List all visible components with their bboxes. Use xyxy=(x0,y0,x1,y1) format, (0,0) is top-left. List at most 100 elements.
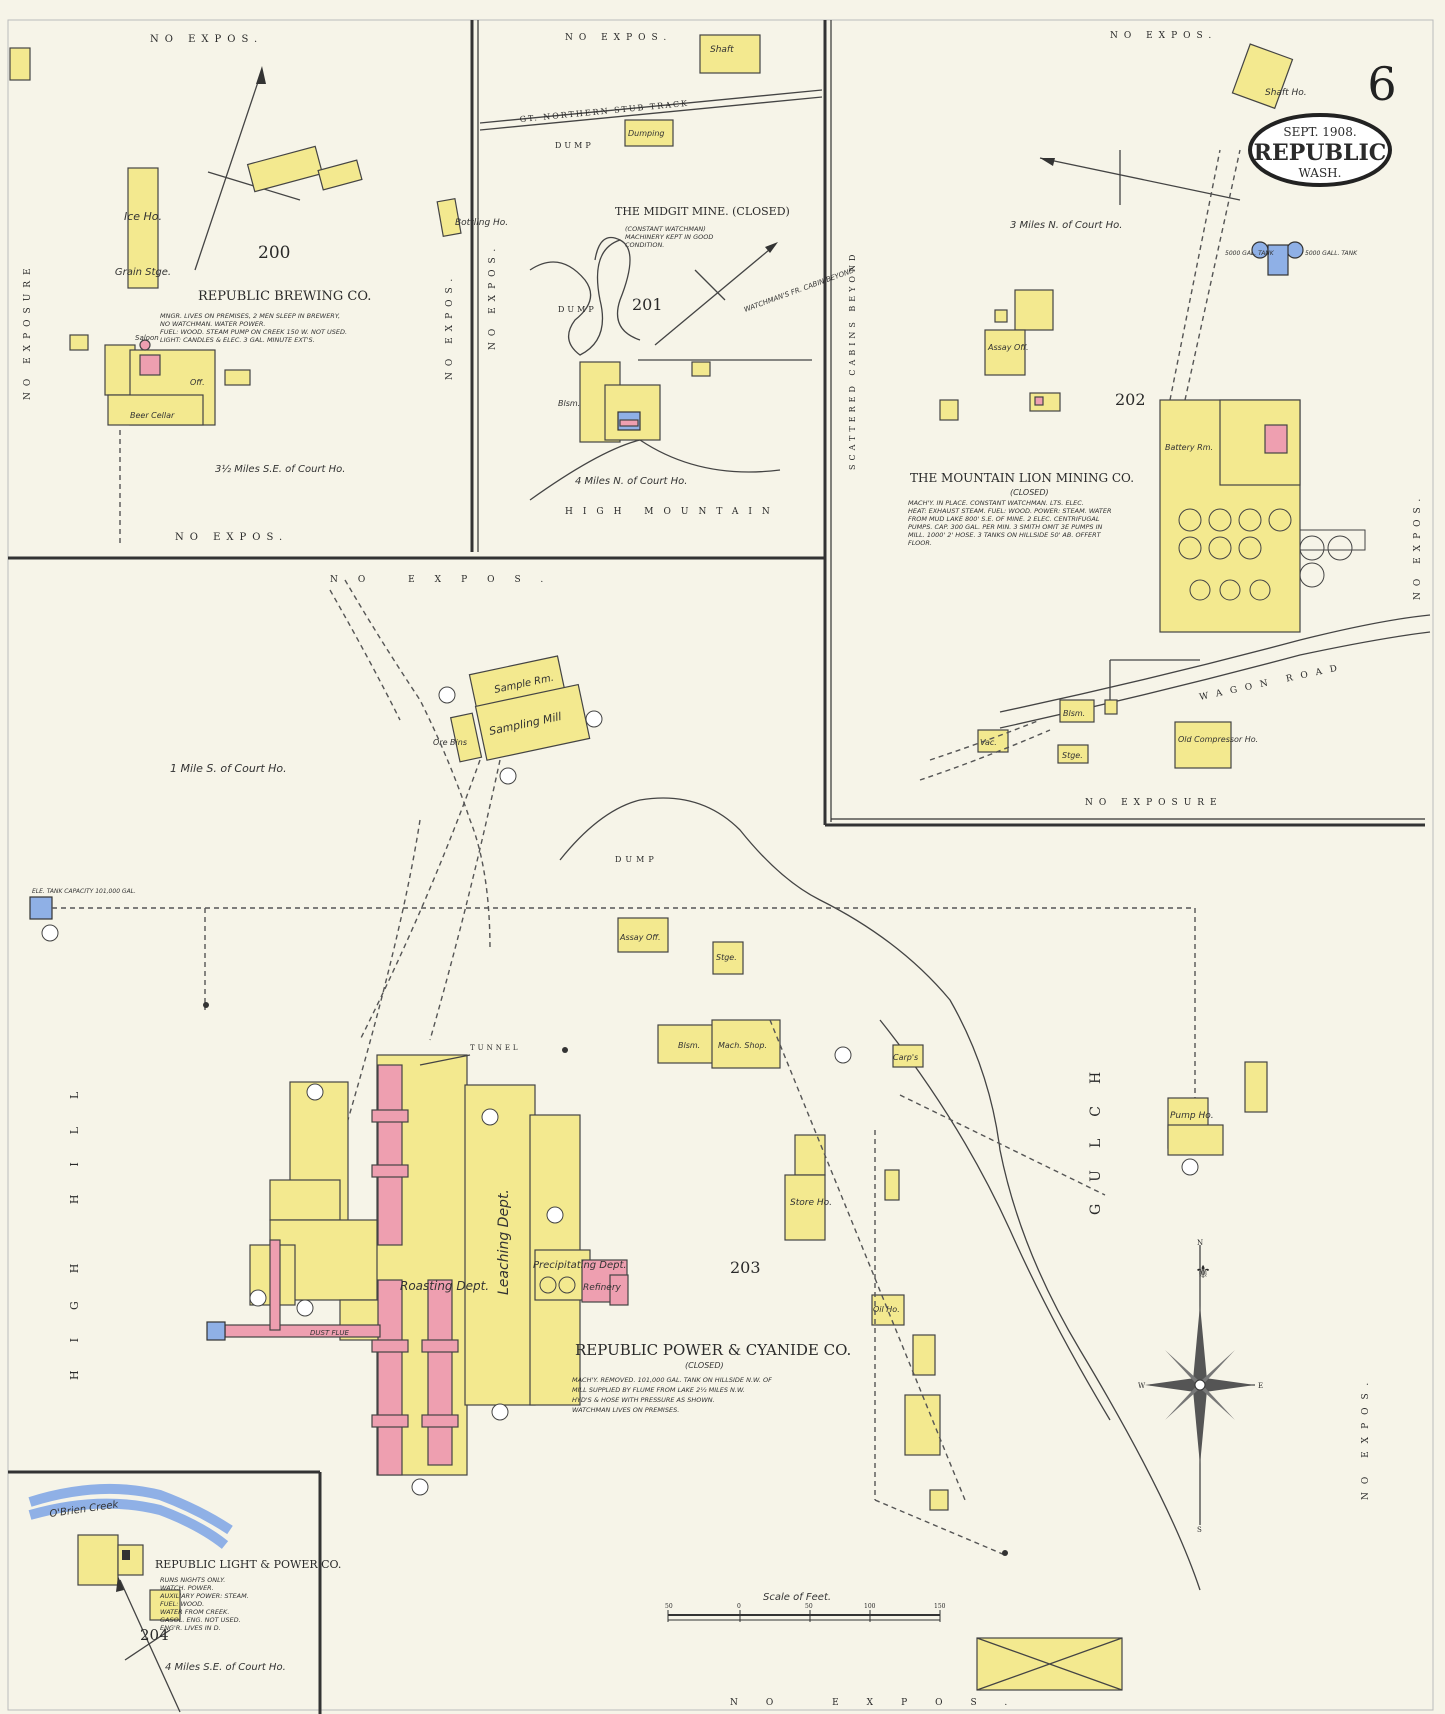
sheet-state: WASH. xyxy=(1299,166,1342,180)
tunnel-label: TUNNEL xyxy=(470,1044,521,1052)
no-expos-203-top: NO EXPOS. xyxy=(330,575,563,585)
tank-label-2: 5000 GALL. TANK xyxy=(1305,250,1358,257)
desc-204-0: RUNS NIGHTS ONLY. xyxy=(160,1576,225,1584)
saloon-label: Saloon xyxy=(135,334,159,342)
blacksmith-label-201: Blsm. xyxy=(558,399,580,408)
no-expos-200-bottom: NO EXPOS. xyxy=(175,532,288,543)
scale-tick-0: 50 xyxy=(665,1603,673,1610)
grain-storage-label: Grain Stge. xyxy=(115,267,171,278)
assay-office-label-202: Assay Off. xyxy=(987,343,1029,352)
scale-title: Scale of Feet. xyxy=(763,1592,831,1603)
compass-s: S xyxy=(1197,1526,1202,1534)
compass-n: N xyxy=(1197,1239,1203,1247)
leaching-dept-label: Leaching Dept. xyxy=(496,1189,512,1295)
compass-fleur-icon: ⚜ xyxy=(1195,1262,1211,1283)
section-number-204: 204 xyxy=(140,1626,169,1644)
desc-204-1: WATCH. POWER. xyxy=(160,1584,214,1592)
high-mountain-label: HIGH MOUNTAIN xyxy=(565,507,780,517)
assay-office-label-203: Assay Off. xyxy=(619,933,661,942)
section-title-200: REPUBLIC BREWING CO. xyxy=(198,289,371,304)
section-200: NO EXPOS. NO EXPOS. Ice Ho. Grain Stge. … xyxy=(9,34,508,545)
desc-203-0: MACH'Y. REMOVED. 101,000 GAL. TANK ON HI… xyxy=(572,1376,772,1384)
no-expos-203-right: NO EXPOS. xyxy=(1361,1375,1371,1500)
wagon-road-label: WAGON ROAD xyxy=(1199,662,1346,703)
scale-tick-4: 150 xyxy=(934,1603,946,1610)
shaft-label-201: Shaft xyxy=(710,45,734,55)
section-204: O'Brien Creek REPUBLIC LIGHT & POWER CO.… xyxy=(28,1483,341,1713)
desc-204-2: AUXILIARY POWER: STEAM. xyxy=(159,1592,249,1600)
desc-203-1: MILL SUPPLIED BY FLUME FROM LAKE 2½ MILE… xyxy=(572,1386,745,1394)
section-202: NO EXPOS. Shaft Ho. 3 Miles N. of Court … xyxy=(848,31,1431,808)
sheet-town: REPUBLIC xyxy=(1254,140,1387,166)
roasting-dept-label: Roasting Dept. xyxy=(400,1279,489,1293)
storage-label-203: Stge. xyxy=(716,953,737,962)
section-201: NO EXPOS. Shaft GT. NORTHERN STUB TRACK … xyxy=(479,33,856,517)
desc-202-5: FLOOR. xyxy=(908,539,932,547)
location-203: 1 Mile S. of Court Ho. xyxy=(170,762,287,775)
watchman-cabin-label: WATCHMAN'S FR. CABIN BEYOND xyxy=(743,266,856,314)
location-200: 3½ Miles S.E. of Court Ho. xyxy=(215,463,345,475)
storage-label-202: Stge. xyxy=(1062,751,1083,760)
elevated-tank-label: ELE. TANK CAPACITY 101,000 GAL. xyxy=(32,888,136,895)
closed-203: (CLOSED) xyxy=(685,1361,724,1370)
desc-201-0: (CONSTANT WATCHMAN) xyxy=(625,225,706,233)
desc-203-2: HYD'S & HOSE WITH PRESSURE AS SHOWN. xyxy=(572,1396,715,1404)
section-title-202: THE MOUNTAIN LION MINING CO. xyxy=(910,471,1134,485)
carpenters-label: Carp's xyxy=(893,1053,918,1062)
section-number-201: 201 xyxy=(632,295,663,314)
scale-tick-1: 0 xyxy=(737,1603,741,1610)
compass-rose: ⚜ N S E W xyxy=(1138,1239,1263,1534)
desc-204-5: GASOL. ENG. NOT USED. xyxy=(160,1616,241,1624)
desc-201-2: CONDITION. xyxy=(625,241,664,249)
panel-frames xyxy=(7,19,1434,1714)
store-house-label: Store Ho. xyxy=(790,1198,832,1208)
vac-label: Vac. xyxy=(980,738,997,747)
desc-204-6: ENG'R. LIVES IN D. xyxy=(160,1624,221,1632)
desc-202-1: HEAT: EXHAUST STEAM. FUEL: WOOD. POWER: … xyxy=(908,507,1111,515)
ice-house-label: Ice Ho. xyxy=(124,210,162,223)
refinery-label: Refinery xyxy=(583,1283,622,1293)
closed-202: (CLOSED) xyxy=(1010,488,1049,497)
dust-flue-label: DUST FLUE xyxy=(310,1329,350,1337)
desc-202-2: FROM MUD LAKE 800' S.E. OF MINE. 2 ELEC.… xyxy=(908,515,1100,523)
dump-label-201: DUMP xyxy=(555,141,594,150)
no-exposure-200-left: NO EXPOSURE xyxy=(23,262,33,400)
no-expos-203-bottom: NO EXPOS. xyxy=(730,1698,1035,1708)
desc-202-4: MILL. 1000' 2' HOSE. 3 TANKS ON HILLSIDE… xyxy=(908,531,1102,539)
section-number-200: 200 xyxy=(258,243,290,263)
no-expos-200-right: NO EXPOS. xyxy=(445,273,455,380)
sheet-number: 6 xyxy=(1367,57,1396,111)
high-hill-label: HIGH HILL xyxy=(68,1064,81,1380)
scattered-cabins-label: SCATTERED CABINS BEYOND xyxy=(848,251,857,470)
scale-of-feet: Scale of Feet. 50 0 50 100 150 xyxy=(665,1592,946,1622)
oil-house-label: Oil Ho. xyxy=(873,1305,900,1314)
pump-house-label: Pump Ho. xyxy=(1170,1111,1214,1121)
desc-200-0: MNGR. LIVES ON PREMISES, 2 MEN SLEEP IN … xyxy=(160,312,340,320)
blacksmith-label-203: Blsm. xyxy=(678,1041,700,1050)
mill-tanks xyxy=(1178,508,1366,601)
battery-room-label: Battery Rm. xyxy=(1165,443,1213,452)
section-203: NO EXPOS. 1 Mile S. of Court Ho. Sample … xyxy=(29,575,1371,1708)
location-202: 3 Miles N. of Court Ho. xyxy=(1010,220,1122,231)
sheet-title: 6 SEPT. 1908. REPUBLIC WASH. xyxy=(1248,57,1397,187)
desc-202-3: PUMPS. CAP. 300 GAL. PER MIN. 3 SMITH OM… xyxy=(908,523,1103,531)
shaft-house-label-202: Shaft Ho. xyxy=(1265,88,1307,98)
dumping-label: Dumping xyxy=(628,129,664,138)
desc-202-0: MACH'Y. IN PLACE. CONSTANT WATCHMAN. LTS… xyxy=(908,499,1084,507)
desc-204-3: FUEL: WOOD. xyxy=(160,1600,204,1608)
old-compressor-label: Old Compressor Ho. xyxy=(1178,735,1258,744)
no-expos-200-top: NO EXPOS. xyxy=(150,34,263,45)
section-title-204: REPUBLIC LIGHT & POWER CO. xyxy=(155,1558,341,1571)
tank-label-1: 5000 GAL. TANK xyxy=(1225,250,1275,257)
dump-label-203: DUMP xyxy=(615,855,658,864)
scale-tick-2: 50 xyxy=(805,1603,813,1610)
bottling-label: Bottling Ho. xyxy=(455,218,508,228)
no-expos-201-top: NO EXPOS. xyxy=(565,33,672,43)
sheet-date: SEPT. 1908. xyxy=(1283,125,1356,139)
desc-200-2: FUEL: WOOD. STEAM PUMP ON CREEK 150 W. N… xyxy=(160,328,347,336)
desc-200-3: LIGHT: CANDLES & ELEC. 3 GAL. MINUTE EXT… xyxy=(160,336,315,344)
machine-shop-label: Mach. Shop. xyxy=(718,1041,767,1050)
section-title-201: THE MIDGIT MINE. (CLOSED) xyxy=(615,205,790,218)
compass-w: W xyxy=(1138,1382,1146,1390)
